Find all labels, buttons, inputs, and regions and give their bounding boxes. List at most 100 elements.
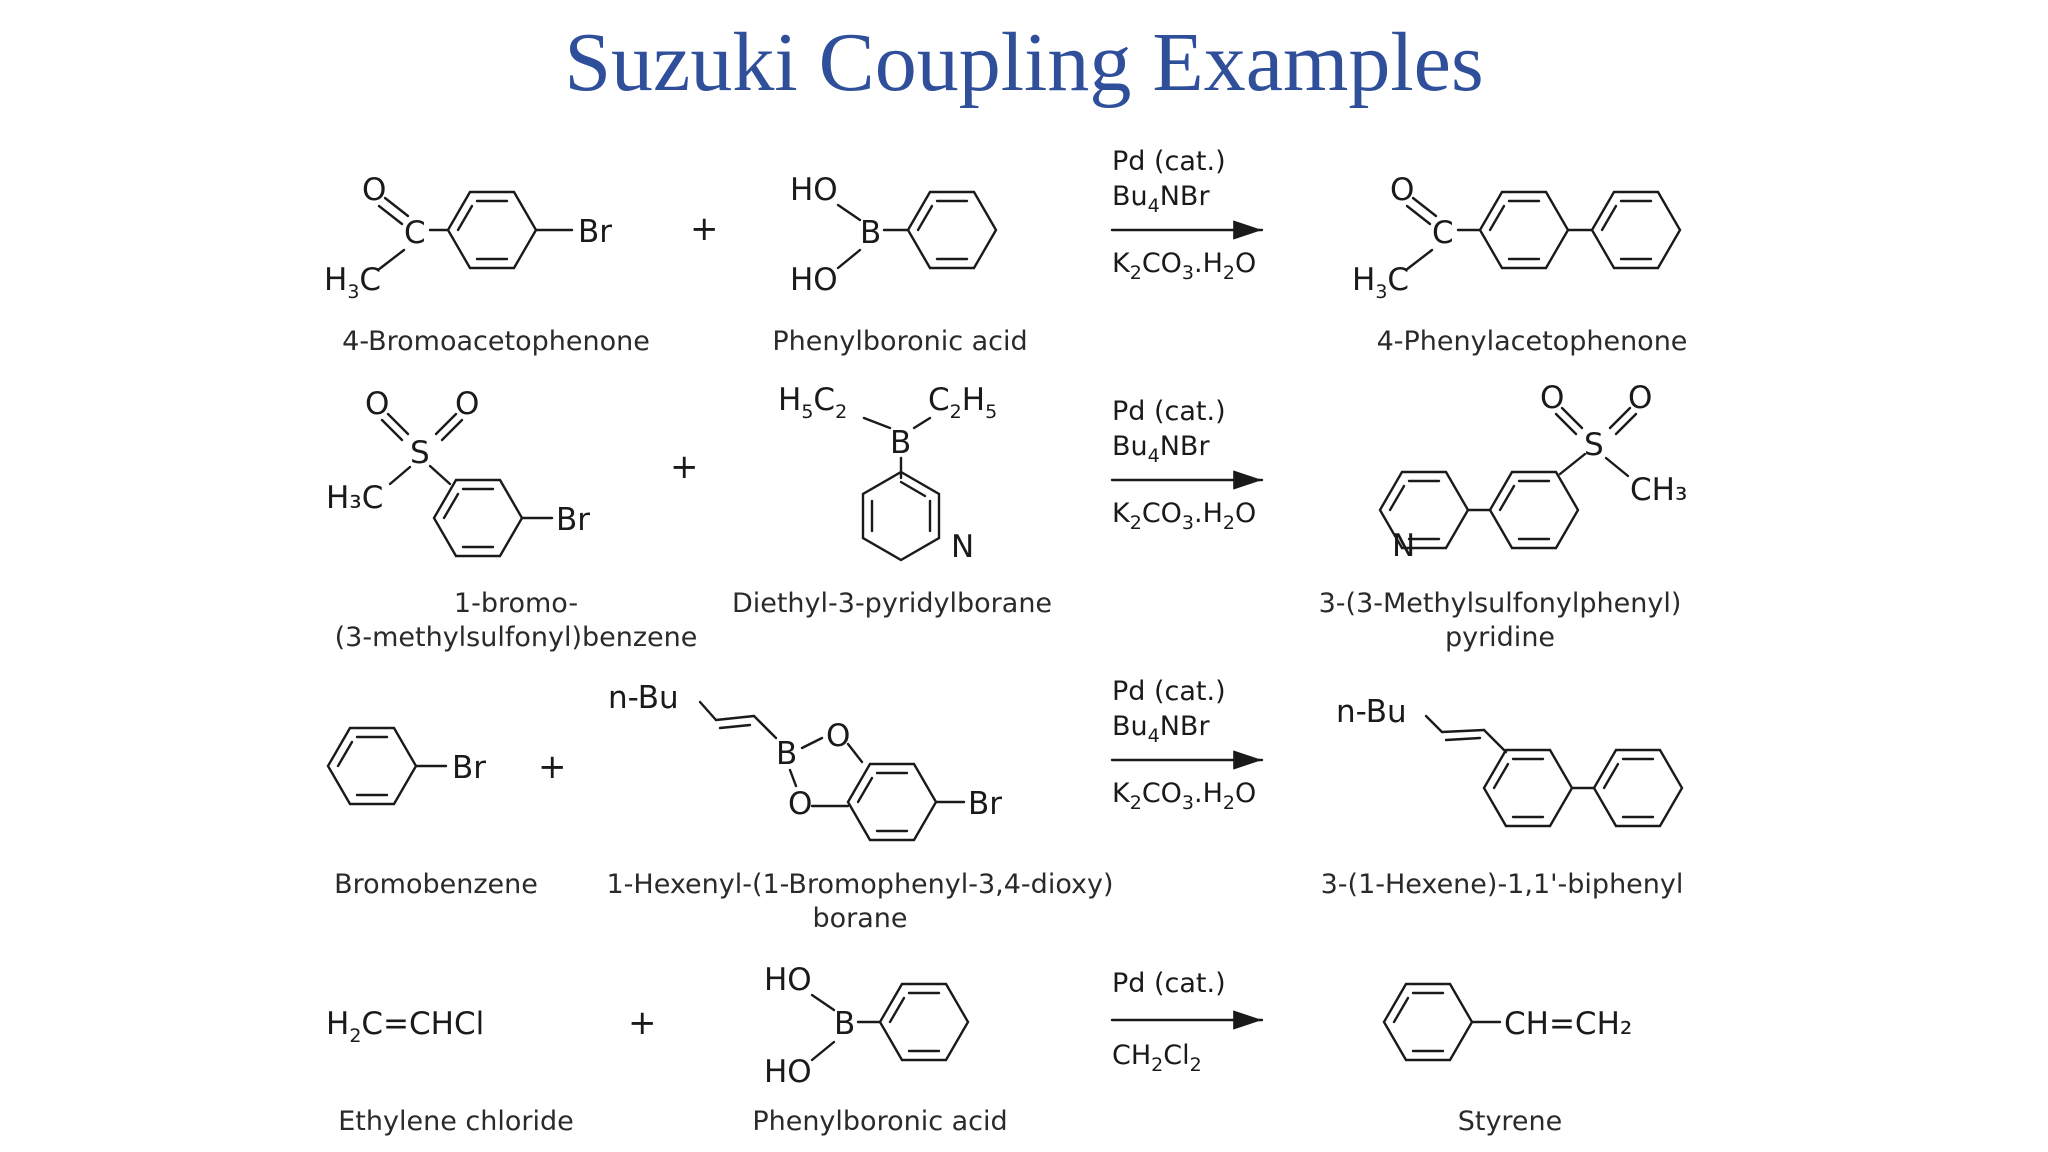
name-1-bromo-line1: 1-bromo- [454, 588, 578, 619]
atom-o-bottom: O [788, 786, 812, 822]
benzene-ring [1482, 748, 1574, 828]
reaction-2: O O S H₃C Br + H5C2 C2H5 B N Pd (cat.) [326, 380, 1687, 653]
benzene-ring [906, 190, 998, 270]
reactant-phenylboronic-acid: HO B HO [764, 962, 970, 1090]
atom-h3c: H₃C [326, 480, 383, 516]
atom-c: C [1432, 215, 1454, 251]
benzene-ring [878, 982, 970, 1062]
atom-o-top: O [826, 718, 850, 754]
benzene-ring [1382, 982, 1474, 1062]
plus-sign: + [628, 1003, 657, 1043]
atom-o: O [362, 172, 386, 208]
benzene-ring [1478, 190, 1570, 270]
reaction-3: Br + n-Bu B O O Br Pd (cat.) Bu4NBr K2CO… [326, 676, 1684, 934]
name-4-phenylacetophenone: 4-Phenylacetophenone [1377, 326, 1688, 357]
reaction-4: H2C=CHCl + HO B HO Pd (cat.) CH2Cl2 CH=C… [326, 962, 1632, 1137]
atom-ho-top: HO [764, 962, 812, 998]
catalyst-label: Pd (cat.) [1112, 396, 1226, 427]
name-phenylboronic-acid: Phenylboronic acid [752, 1106, 1007, 1137]
atom-s: S [410, 435, 430, 471]
reactant-4-bromoacetophenone: O C Br H3C [324, 172, 612, 303]
name-diethyl-3-pyridylborane: Diethyl-3-pyridylborane [732, 588, 1052, 619]
atom-c2h5: C2H5 [928, 382, 997, 423]
name-styrene: Styrene [1458, 1106, 1563, 1137]
atom-n: N [1392, 528, 1415, 564]
plus-sign: + [670, 447, 699, 487]
name-bromobenzene: Bromobenzene [334, 869, 538, 900]
atom-h5c2: H5C2 [778, 382, 847, 423]
product-styrene: CH=CH₂ [1382, 982, 1632, 1062]
atom-br: Br [556, 502, 590, 538]
catalyst-label: Pd (cat.) [1112, 968, 1226, 999]
reactant-bromobenzene: Br [326, 726, 486, 806]
name-hexenyl-line1: 1-Hexenyl-(1-Bromophenyl-3,4-dioxy) [606, 869, 1113, 900]
base-solvent-label: K2CO3.H2O [1112, 778, 1256, 814]
benzene-ring [846, 762, 938, 842]
base-solvent-label: K2CO3.H2O [1112, 498, 1256, 534]
atom-o-left: O [1540, 380, 1564, 416]
name-product-line1: 3-(3-Methylsulfonylphenyl) [1319, 588, 1682, 619]
atom-o-left: O [365, 386, 389, 422]
slide-title: Suzuki Coupling Examples [564, 16, 1484, 109]
name-hexene-biphenyl: 3-(1-Hexene)-1,1'-biphenyl [1321, 869, 1684, 900]
reaction-conditions: Pd (cat.) Bu4NBr K2CO3.H2O [1110, 396, 1264, 534]
atom-n-bu: n-Bu [608, 680, 679, 716]
atom-ch3: CH₃ [1630, 472, 1687, 508]
atom-br: Br [578, 214, 612, 250]
reaction-1: O C Br H3C + HO B HO Pd (cat.) Bu4NBr K2… [324, 146, 1687, 357]
benzene-ring [1488, 470, 1580, 550]
atom-o-right: O [455, 386, 479, 422]
atom-c: C [404, 215, 426, 251]
catalyst-label: Pd (cat.) [1112, 146, 1226, 177]
solvent-label: CH2Cl2 [1112, 1040, 1202, 1076]
atom-n: N [951, 529, 974, 565]
name-product-line2: pyridine [1445, 622, 1555, 653]
name-phenylboronic-acid: Phenylboronic acid [772, 326, 1027, 357]
atom-ho-bottom: HO [764, 1054, 812, 1090]
product-3-methylsulfonylphenyl-pyridine: N S O O CH₃ [1378, 380, 1687, 564]
additive-label: Bu4NBr [1112, 431, 1210, 467]
atom-ho-bottom: HO [790, 262, 838, 298]
atom-n-bu: n-Bu [1336, 694, 1407, 730]
atom-br: Br [452, 750, 486, 786]
reactant-ethylene-chloride-formula: H2C=CHCl [326, 1006, 484, 1047]
benzene-ring [326, 726, 418, 806]
benzene-ring [1592, 748, 1684, 828]
base-solvent-label: K2CO3.H2O [1112, 248, 1256, 284]
atom-b: B [890, 425, 911, 461]
atom-h3c: H3C [324, 262, 381, 303]
pyridine-ring [861, 470, 941, 562]
atom-ho-top: HO [790, 172, 838, 208]
atom-o: O [1390, 172, 1414, 208]
atom-b: B [860, 215, 881, 251]
additive-label: Bu4NBr [1112, 181, 1210, 217]
reactant-diethyl-3-pyridylborane: H5C2 C2H5 B N [778, 382, 997, 565]
reactant-hexenyl-dioxyborane: n-Bu B O O Br [608, 680, 1002, 842]
benzene-ring [1590, 190, 1682, 270]
name-hexenyl-line2: borane [812, 903, 907, 934]
reactant-phenylboronic-acid: HO B HO [790, 172, 998, 298]
plus-sign: + [538, 747, 567, 787]
atom-s: S [1584, 427, 1604, 463]
benzene-ring [446, 190, 538, 270]
name-4-bromoacetophenone: 4-Bromoacetophenone [342, 326, 650, 357]
reaction-conditions: Pd (cat.) Bu4NBr K2CO3.H2O [1110, 676, 1264, 814]
additive-label: Bu4NBr [1112, 711, 1210, 747]
atom-h3c: H3C [1352, 262, 1409, 303]
product-hexene-biphenyl: n-Bu [1336, 694, 1684, 828]
atom-br: Br [968, 786, 1002, 822]
reactant-1-bromo-3-methylsulfonylbenzene: O O S H₃C Br [326, 386, 590, 558]
atom-b: B [834, 1006, 855, 1042]
atom-o-right: O [1628, 380, 1652, 416]
name-1-bromo-line2: (3-methylsulfonyl)benzene [335, 622, 698, 653]
reaction-conditions: Pd (cat.) CH2Cl2 [1110, 968, 1264, 1076]
benzene-ring [432, 478, 524, 558]
product-4-phenylacetophenone: O C H3C [1352, 172, 1682, 303]
plus-sign: + [690, 209, 719, 249]
reaction-conditions: Pd (cat.) Bu4NBr K2CO3.H2O [1110, 146, 1264, 284]
name-ethylene-chloride: Ethylene chloride [338, 1106, 574, 1137]
catalyst-label: Pd (cat.) [1112, 676, 1226, 707]
atom-b: B [776, 736, 797, 772]
vinyl-group: CH=CH₂ [1504, 1006, 1632, 1042]
